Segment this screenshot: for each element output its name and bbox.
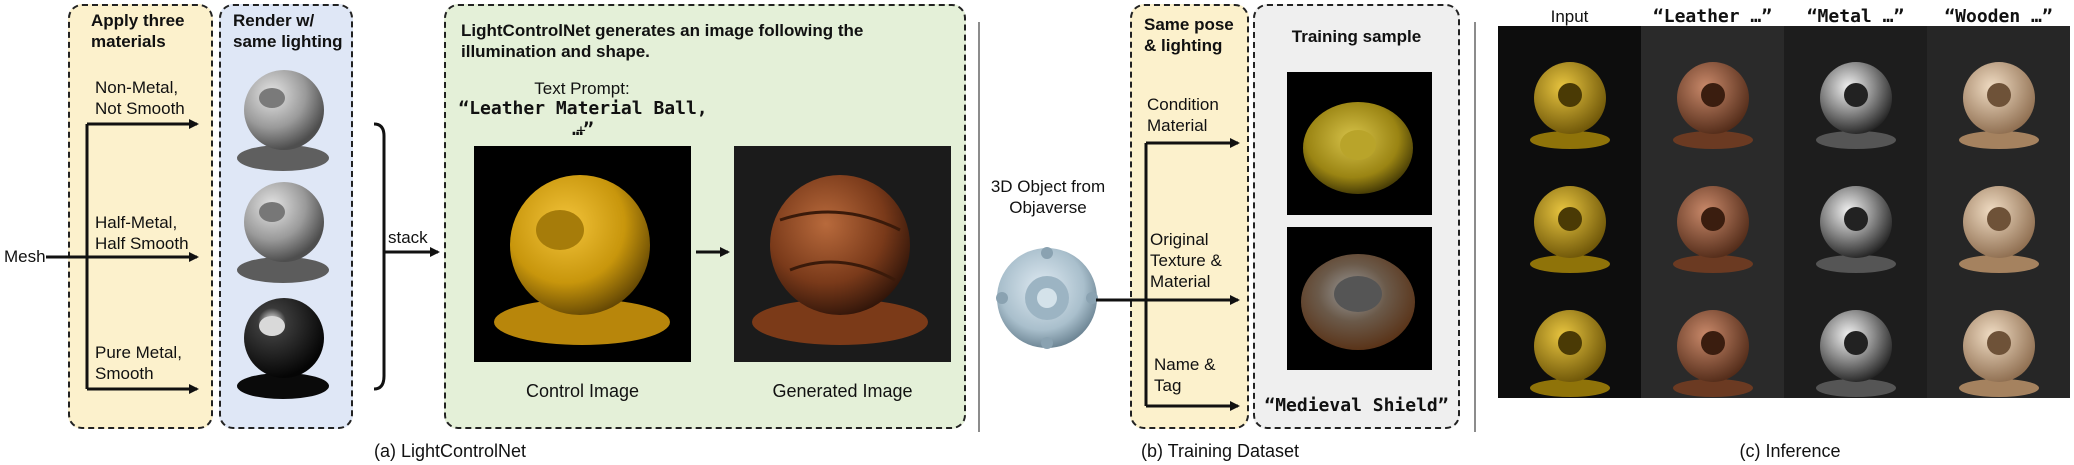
- inference-col-input: Input: [1550, 7, 1589, 26]
- material-label-puremetal: Pure Metal, Smooth: [95, 343, 182, 383]
- generated-image-caption: Generated Image: [772, 381, 913, 401]
- inference-col-wooden: “Wooden …”: [1944, 6, 2053, 27]
- materials-box: [68, 4, 213, 429]
- material-label-halfmetal: Half-Metal, Half Smooth: [95, 213, 189, 253]
- mesh-label: Mesh: [4, 247, 46, 266]
- lightcontrolnet-title: LightControlNet generates an image follo…: [461, 21, 864, 61]
- render-puremetal: [237, 298, 329, 399]
- render-box-title: Render w/ same lighting: [233, 11, 343, 51]
- prompt-plus: +: [576, 121, 586, 140]
- object-label: 3D Object from Objaverse: [990, 177, 1106, 217]
- inference-row-3: [1530, 310, 2039, 397]
- branch-label-original: Original Texture & Material: [1150, 230, 1222, 291]
- branch-label-condition: Condition Material: [1147, 95, 1219, 135]
- inference-row-2: [1530, 186, 2039, 273]
- branch-label-name: Name & Tag: [1154, 355, 1216, 395]
- stack-bracket: [373, 122, 386, 391]
- caption-training-dataset: (b) Training Dataset: [1140, 441, 1300, 461]
- render-nonmetal: [237, 70, 329, 171]
- materials-box-title: Apply three materials: [91, 11, 185, 51]
- inference-row-1: [1530, 62, 2039, 149]
- prompt-text: “Leather Material Ball, …”: [458, 98, 708, 140]
- inference-col-metal: “Metal …”: [1806, 6, 1905, 27]
- render-halfmetal: [237, 182, 329, 283]
- sample-text: “Medieval Shield”: [1264, 395, 1449, 416]
- material-label-nonmetal: Non-Metal, Not Smooth: [95, 78, 185, 118]
- stack-label: stack: [388, 228, 428, 247]
- inference-col-leather: “Leather …”: [1652, 6, 1773, 27]
- divider-bc: [1474, 22, 1476, 432]
- prompt-label: Text Prompt:: [534, 79, 630, 98]
- pose-lighting-title: Same pose & lighting: [1144, 15, 1234, 55]
- caption-inference: (c) Inference: [1739, 441, 1841, 461]
- pose-lighting-box: [1130, 4, 1249, 429]
- control-image-caption: Control Image: [525, 381, 640, 401]
- caption-lightcontrolnet: (a) LightControlNet: [373, 441, 527, 461]
- divider-ab: [978, 22, 980, 432]
- training-sample-title: Training sample: [1291, 27, 1422, 46]
